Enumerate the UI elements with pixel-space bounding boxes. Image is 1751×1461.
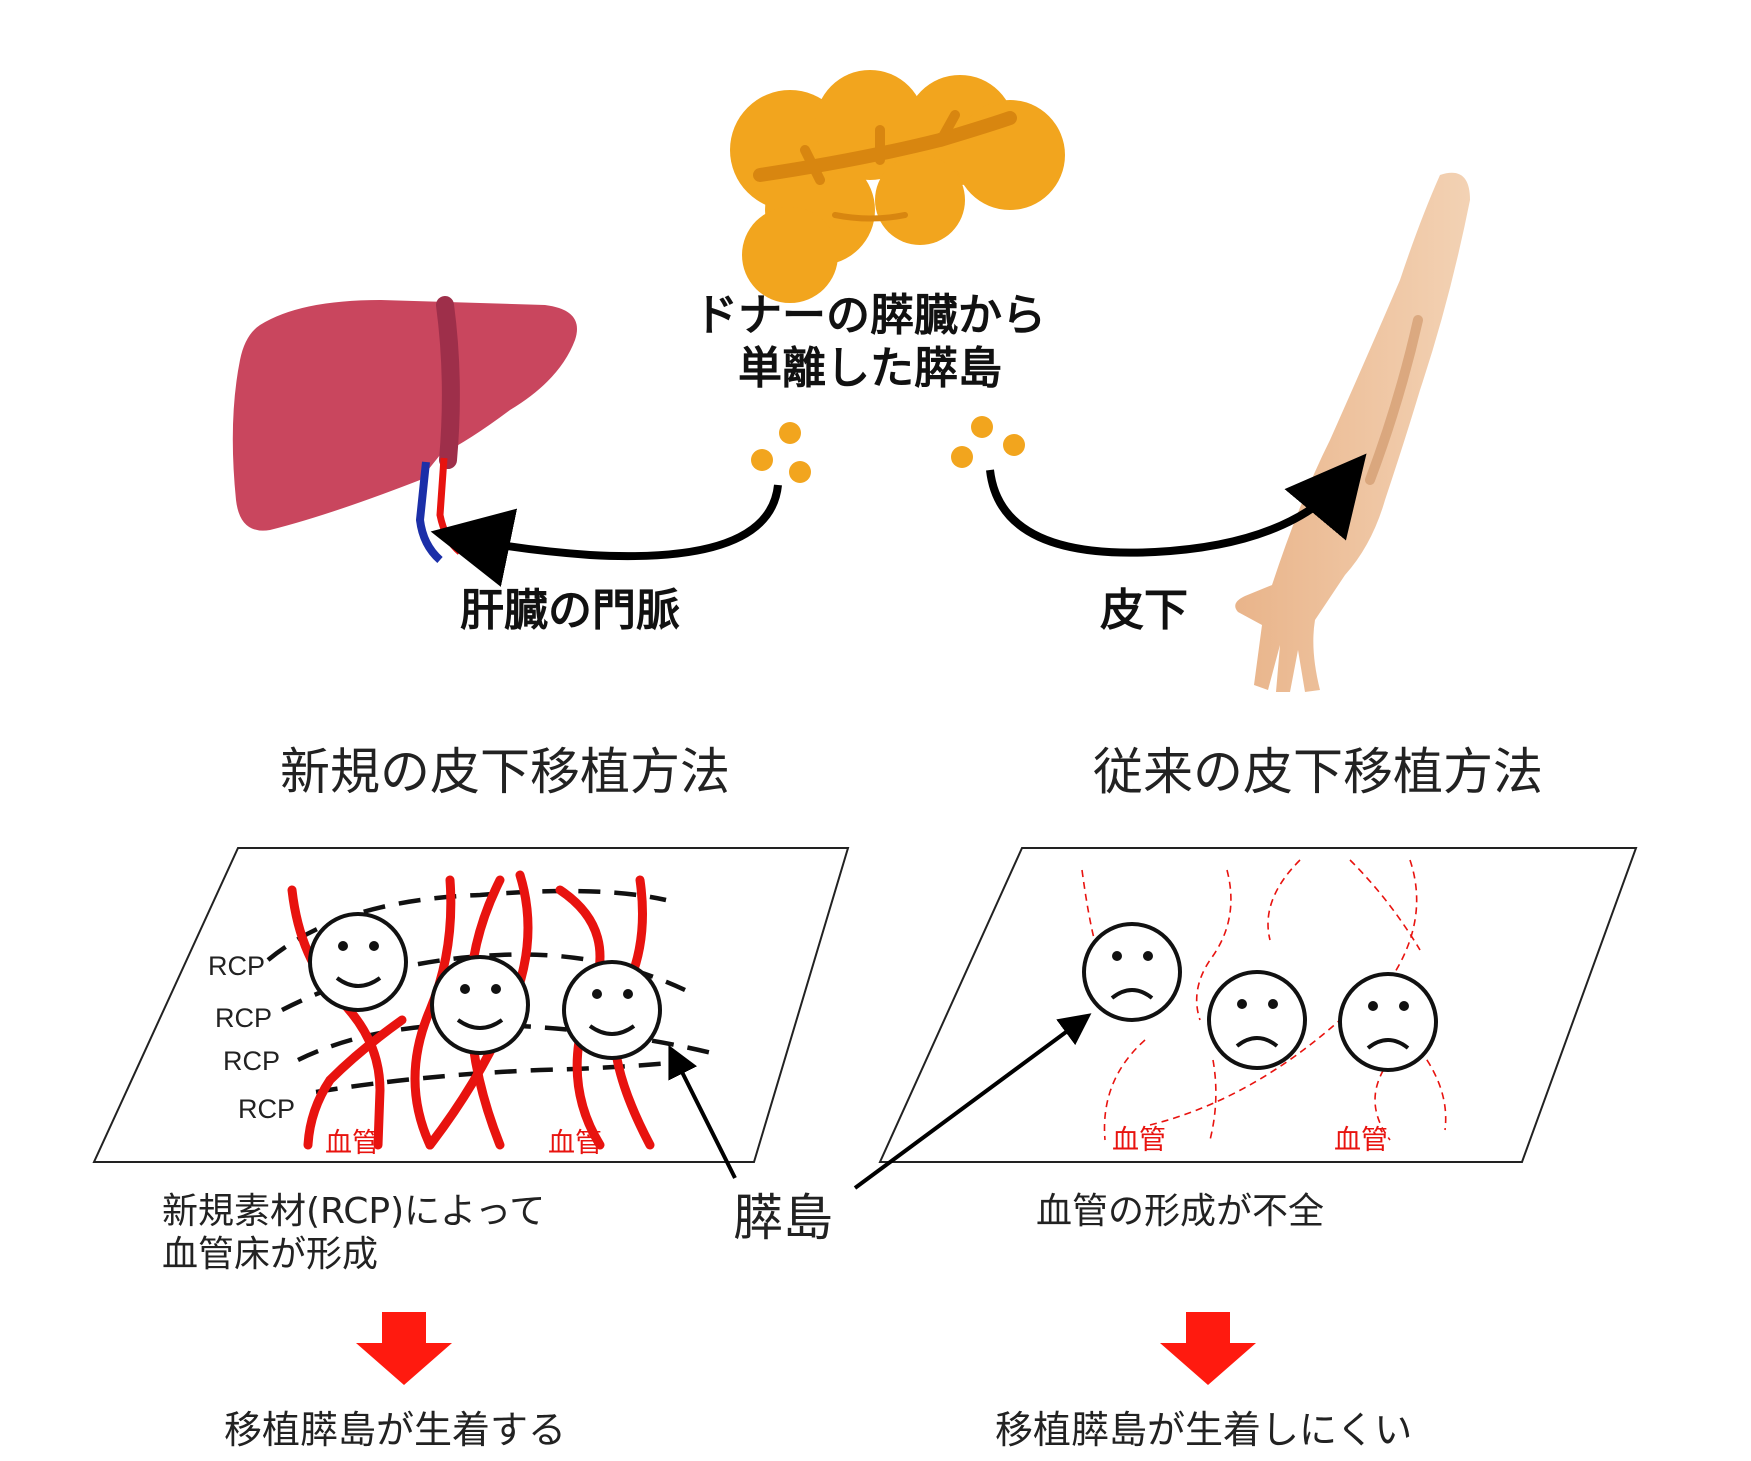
liver-portal-vein-label: 肝臓の門脈	[460, 585, 680, 636]
donor-label-line2: 単離した膵島	[738, 342, 1002, 394]
rcp-layers	[266, 888, 721, 1095]
rcp-label: RCP	[223, 1046, 281, 1076]
islet-label: 膵島	[733, 1189, 833, 1247]
donor-label-line1: ドナーの膵臓から	[694, 290, 1046, 341]
happy-islet-2	[430, 955, 530, 1055]
arrow-to-liver	[430, 484, 782, 587]
sad-islet-2	[1207, 970, 1307, 1070]
vessel-label: 血管	[1112, 1125, 1166, 1156]
new-method-title: 新規の皮下移植方法	[280, 743, 730, 801]
liver-illustration	[232, 296, 578, 563]
new-caption-line1: 新規素材(RCP)によって	[162, 1191, 546, 1232]
vessel-label: 血管	[548, 1128, 602, 1159]
islet-pointer-left	[668, 1044, 737, 1179]
arrow-to-skin	[986, 453, 1367, 557]
result-arrow-conventional	[1160, 1312, 1256, 1385]
vessel-label: 血管	[325, 1128, 379, 1159]
islet-dots-left	[751, 422, 811, 483]
rcp-label: RCP	[238, 1094, 296, 1124]
pancreas-illustration	[730, 70, 1065, 303]
islet-dots-right	[951, 416, 1025, 468]
rcp-label: RCP	[208, 951, 266, 981]
subcutaneous-label: 皮下	[1100, 585, 1188, 636]
rcp-label: RCP	[215, 1003, 273, 1033]
result-arrow-new	[356, 1312, 452, 1385]
donor-islet-label: ドナーの膵臓から 単離した膵島	[640, 290, 1100, 396]
arm-illustration	[1235, 172, 1470, 692]
new-method-caption: 新規素材(RCP)によって 血管床が形成	[162, 1190, 545, 1276]
conventional-method-title: 従来の皮下移植方法	[1093, 743, 1543, 801]
islet-pointer-right	[853, 1013, 1092, 1190]
vessel-label: 血管	[1334, 1125, 1388, 1156]
new-method-result: 移植膵島が生着する	[224, 1408, 567, 1452]
new-caption-line2: 血管床が形成	[162, 1234, 379, 1276]
conventional-method-result: 移植膵島が生着しにくい	[995, 1408, 1413, 1452]
conventional-method-caption: 血管の形成が不全	[1036, 1191, 1325, 1232]
happy-islet-3	[562, 960, 662, 1060]
happy-islet-1	[308, 912, 408, 1012]
sad-islet-1	[1082, 922, 1182, 1022]
sad-islet-3	[1338, 972, 1438, 1072]
